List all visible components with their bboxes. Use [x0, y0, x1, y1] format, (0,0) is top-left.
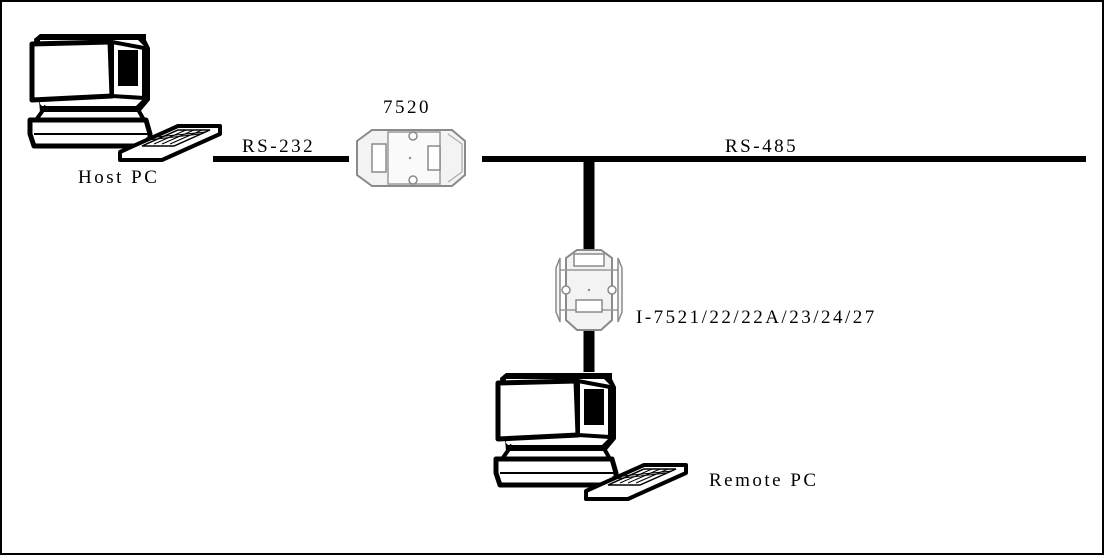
repeater-label: I-7521/22/22A/23/24/27 [636, 307, 877, 328]
host-pc-label: Host PC [78, 167, 159, 188]
remote-pc-label: Remote PC [709, 470, 819, 491]
converter-7520-label: 7520 [383, 97, 431, 118]
converter-7520-icon [356, 129, 466, 187]
rs232-label: RS-232 [242, 136, 315, 157]
repeater-module-icon [555, 249, 623, 331]
rs485-label: RS-485 [725, 136, 798, 157]
host-pc-icon [30, 34, 220, 160]
remote-pc-icon [496, 373, 686, 499]
